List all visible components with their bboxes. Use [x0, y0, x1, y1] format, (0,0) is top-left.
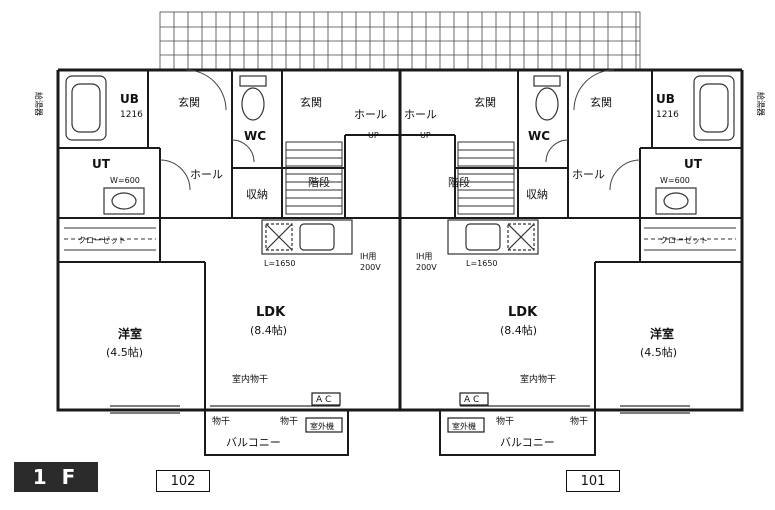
western-size-right: (4.5帖)	[640, 346, 677, 359]
balconies	[204, 410, 596, 456]
hall-label-left-2: ホール	[190, 168, 223, 181]
ac-label-right: A C	[464, 395, 479, 405]
ih-volt-right: 200V	[416, 263, 437, 272]
toilet-right	[533, 75, 561, 121]
western-label-left: 洋室	[118, 326, 142, 341]
ih-volt-left: 200V	[360, 263, 381, 272]
kitchen-len-right: L=1650	[466, 259, 498, 268]
ub-size-right: 1216	[656, 110, 679, 120]
up-label-left: UP	[368, 131, 379, 140]
outdoor-unit-boxes	[305, 392, 489, 433]
genkan-label-left: 玄関	[178, 95, 200, 109]
windows	[110, 405, 690, 414]
washbasin-label-left: W=600	[110, 176, 140, 185]
unit-number-right: 101	[566, 470, 620, 492]
water-heater-left: 給湯器	[34, 92, 44, 116]
genkan-label-right-2: 玄関	[474, 95, 496, 109]
outdoor-unit-left: 室外機	[310, 421, 334, 431]
ub-label-left: UB	[120, 92, 139, 106]
washbasin-left	[103, 187, 145, 215]
exterior-paving-grid	[159, 11, 641, 71]
genkan-label-right: 玄関	[590, 95, 612, 109]
kitchen-len-left: L=1650	[264, 259, 296, 268]
ut-label-left: UT	[92, 157, 111, 171]
wc-label-left: WC	[244, 129, 266, 143]
closet-label-right: クローゼット	[660, 235, 708, 245]
closet-label-left: クローゼット	[78, 235, 126, 245]
toilet-left	[239, 75, 267, 121]
ut-label-right: UT	[684, 157, 703, 171]
western-size-left: (4.5帖)	[106, 346, 143, 359]
ac-label-left: A C	[316, 395, 331, 405]
ub-label-right: UB	[656, 92, 675, 106]
stairs-left	[285, 141, 343, 215]
water-heater-right: 給湯器	[756, 92, 766, 116]
genkan-label-left-2: 玄関	[300, 95, 322, 109]
ub-size-left: 1216	[120, 110, 143, 120]
floor-badge: 1 F	[14, 462, 98, 492]
interior-walls-right	[400, 70, 742, 410]
washbasin-right	[655, 187, 697, 215]
ldk-size-left: (8.4帖)	[250, 324, 287, 337]
up-label-right: UP	[420, 131, 431, 140]
laundry-left-2: 物干	[280, 415, 298, 427]
door-swings	[159, 69, 641, 191]
stairs-label-left: 階段	[308, 175, 330, 189]
kitchen-counter-left	[261, 219, 353, 255]
hall-label-right: ホール	[404, 108, 437, 121]
ih-label-right: IH用	[416, 252, 432, 261]
balcony-label-right: バルコニー	[500, 436, 555, 449]
ldk-label-right: LDK	[508, 305, 538, 320]
indoor-dry-right: 室内物干	[520, 373, 556, 385]
outdoor-unit-right: 室外機	[452, 421, 476, 431]
laundry-right-2: 物干	[570, 415, 588, 427]
wc-label-right: WC	[528, 129, 550, 143]
stairs-label-right: 階段	[448, 175, 470, 189]
storage-label-right: 収納	[526, 188, 548, 201]
balcony-label-left: バルコニー	[226, 436, 281, 449]
laundry-left-1: 物干	[212, 415, 230, 427]
bathtub-left	[65, 75, 107, 141]
closet-right	[644, 227, 736, 251]
kitchen-counter-right	[447, 219, 539, 255]
ldk-size-right: (8.4帖)	[500, 324, 537, 337]
outer-walls	[56, 68, 744, 412]
stairs-right	[457, 141, 515, 215]
western-label-right: 洋室	[650, 326, 674, 341]
ldk-label-left: LDK	[256, 305, 286, 320]
storage-label-left: 収納	[246, 188, 268, 201]
laundry-right-1: 物干	[496, 415, 514, 427]
bathtub-right	[693, 75, 735, 141]
unit-number-left: 102	[156, 470, 210, 492]
hall-label-right-2: ホール	[572, 168, 605, 181]
washbasin-label-right: W=600	[660, 176, 690, 185]
ih-label-left: IH用	[360, 252, 376, 261]
hall-label-left: ホール	[354, 108, 387, 121]
indoor-dry-left: 室内物干	[232, 373, 268, 385]
closet-left	[64, 227, 156, 251]
